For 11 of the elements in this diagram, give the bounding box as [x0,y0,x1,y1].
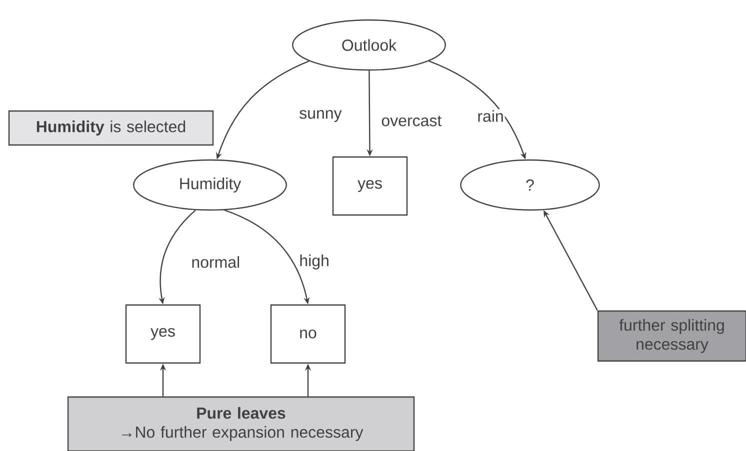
note-box: further splitting necessary [597,310,746,362]
edge-label: high [298,254,330,270]
leaf-box: no [270,304,346,364]
edge-label: overcast [380,114,443,128]
leaf-box: yes [125,304,201,364]
note-box: Humidity is selected [8,110,214,146]
edge-label: normal [190,255,242,269]
note-box: Pure leaves →No further expansion necessary [67,396,415,451]
edge-label: rain [476,109,505,123]
leaf-box: yes [332,156,408,216]
edge-label: sunny [298,109,343,123]
